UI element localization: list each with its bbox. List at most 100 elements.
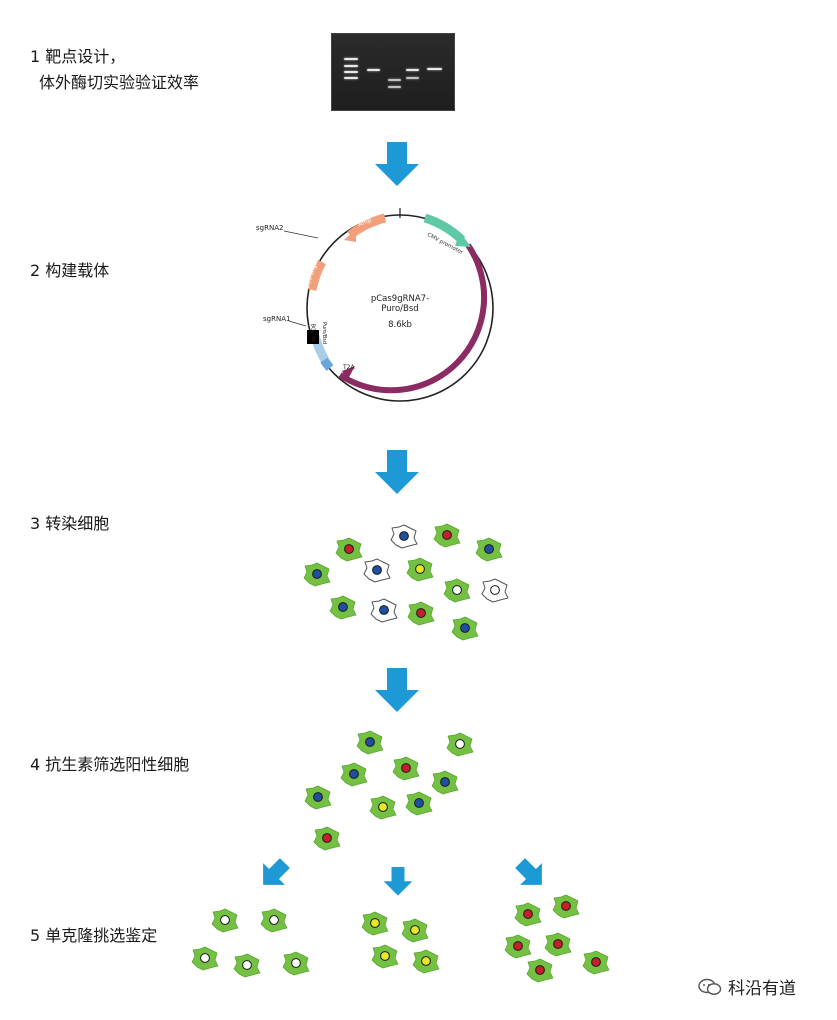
bgh-label: BGH PA	[309, 323, 316, 343]
green-cell	[544, 932, 572, 957]
plasmid-map	[283, 208, 494, 402]
gel-electrophoresis-image	[331, 33, 455, 111]
green-cell	[514, 902, 542, 927]
step2-label: 2 构建载体	[30, 261, 110, 280]
empty-cell	[481, 578, 509, 603]
green-cell	[401, 918, 429, 943]
cell-nucleus	[414, 798, 424, 808]
cell-nucleus	[553, 939, 563, 949]
arrow-middle-clone	[383, 867, 413, 896]
cell-nucleus	[410, 925, 420, 935]
watermark-text: 科沿有道	[728, 979, 796, 999]
sgrna1-label: sgRNA1	[263, 315, 291, 323]
cell-nucleus	[220, 915, 230, 925]
green-cell	[433, 523, 461, 548]
cell-nucleus	[490, 585, 500, 595]
gel-band	[344, 77, 358, 79]
green-cell	[446, 732, 474, 757]
green-cell	[526, 958, 554, 983]
green-cell	[504, 934, 532, 959]
cells-transfection	[303, 523, 509, 641]
green-cell	[406, 557, 434, 582]
green-cell	[552, 894, 580, 919]
green-cell	[369, 795, 397, 820]
cell-nucleus	[370, 918, 380, 928]
t2a-label: T2A	[343, 364, 355, 371]
cas9-backbone-arc	[338, 243, 488, 394]
cell-nucleus	[338, 602, 348, 612]
green-cell	[451, 616, 479, 641]
cell-nucleus	[349, 769, 359, 779]
cell-nucleus	[313, 792, 323, 802]
cell-nucleus	[421, 956, 431, 966]
sgrna1-cassette	[307, 330, 319, 344]
gel-band	[344, 65, 358, 67]
empty-cell	[363, 558, 391, 583]
puc-origin-arc	[307, 259, 327, 291]
plasmid-size: 8.6kb	[388, 320, 412, 330]
step3-label: 3 转染细胞	[30, 514, 110, 533]
cell-nucleus	[455, 739, 465, 749]
cas9-arrowhead	[342, 366, 355, 381]
green-cell	[371, 944, 399, 969]
cell-nucleus	[484, 544, 494, 554]
green-cell	[335, 537, 363, 562]
green-cell	[282, 951, 310, 976]
cell-nucleus	[591, 957, 601, 967]
cell-nucleus	[312, 569, 322, 579]
green-cell	[260, 908, 288, 933]
green-cell	[392, 756, 420, 781]
green-cell	[412, 949, 440, 974]
green-cell	[443, 578, 471, 603]
green-cell	[329, 595, 357, 620]
cell-nucleus	[561, 901, 571, 911]
cell-nucleus	[242, 960, 252, 970]
step5-label: 5 单克隆挑选鉴定	[30, 926, 158, 945]
cell-nucleus	[535, 965, 545, 975]
cell-nucleus	[365, 737, 375, 747]
cell-nucleus	[460, 623, 470, 633]
arrow-left-clone	[252, 852, 296, 896]
cell-nucleus	[291, 958, 301, 968]
step1-line1: 1 靶点设计，	[30, 47, 126, 66]
gel-band	[427, 68, 442, 70]
green-cell	[407, 601, 435, 626]
cell-nucleus	[269, 915, 279, 925]
puro-bsd-label: Puro/Bsd	[321, 322, 327, 344]
empty-cell	[370, 598, 398, 623]
gel-band	[344, 71, 358, 73]
cell-nucleus	[378, 802, 388, 812]
green-cell	[233, 953, 261, 978]
cell-nucleus	[344, 544, 354, 554]
gel-band	[406, 77, 419, 79]
gel-band	[388, 79, 401, 81]
cell-nucleus	[416, 608, 426, 618]
green-cell	[340, 762, 368, 787]
step1-line2: 体外酶切实验验证效率	[39, 73, 200, 92]
step4-label: 4 抗生素筛选阳性细胞	[30, 755, 190, 774]
green-cell	[191, 946, 219, 971]
green-cell	[475, 537, 503, 562]
cell-nucleus	[523, 909, 533, 919]
wechat-icon	[698, 978, 722, 995]
gel-band	[406, 69, 419, 71]
cell-nucleus	[322, 833, 332, 843]
down-arrow-3	[375, 668, 419, 712]
down-arrow-1	[375, 142, 419, 186]
gel-band	[367, 69, 380, 71]
green-cell	[405, 791, 433, 816]
sgrna2-label: sgRNA2	[256, 224, 284, 232]
plasmid-name: pCas9gRNA7-Puro/Bsd	[370, 294, 430, 314]
step1-label: 1 靶点设计， 体外酶切实验验证效率	[30, 44, 199, 96]
green-cell	[304, 785, 332, 810]
cell-nucleus	[415, 564, 425, 574]
cell-nucleus	[513, 941, 523, 951]
cell-nucleus	[399, 531, 409, 541]
green-cell	[313, 826, 341, 851]
green-cell	[431, 770, 459, 795]
gel-band	[344, 58, 358, 60]
cell-nucleus	[442, 530, 452, 540]
cell-nucleus	[440, 777, 450, 787]
cells-selection	[304, 730, 474, 851]
